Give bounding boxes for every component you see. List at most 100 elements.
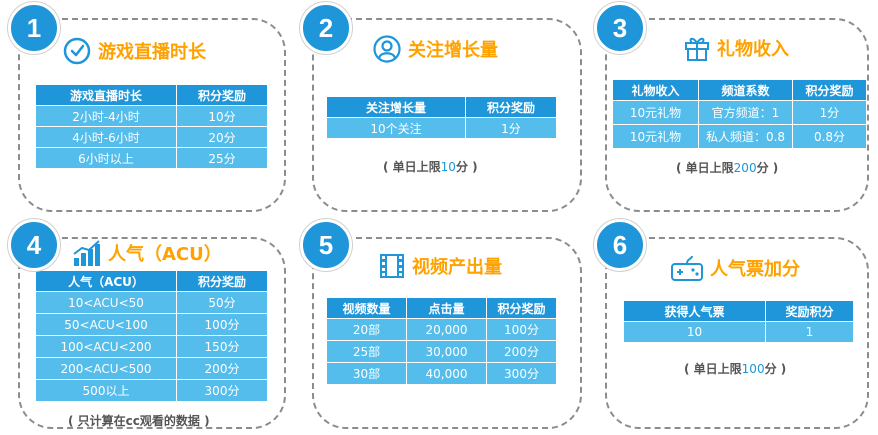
header-cell: 视频数量 bbox=[326, 297, 407, 319]
header-cell: 积分奖励 bbox=[465, 96, 557, 118]
card-title-text-2: 关注增长量 bbox=[408, 40, 498, 61]
table-cell: 官方频道：1 bbox=[698, 100, 793, 125]
table-cell: 1 bbox=[765, 321, 854, 343]
step-number-1: 1 bbox=[8, 2, 60, 54]
gamepad-icon bbox=[670, 254, 704, 282]
table-cell: 私人频道：0.8 bbox=[698, 124, 793, 149]
step-number-5: 5 bbox=[300, 219, 352, 271]
header-cell: 人气（ACU） bbox=[35, 270, 177, 292]
note-limit-value: 200 bbox=[733, 161, 757, 175]
card-title-text-4: 人气（ACU） bbox=[108, 244, 222, 265]
table-cell: 300分 bbox=[176, 379, 268, 402]
header-cell: 关注增长量 bbox=[326, 96, 466, 118]
table-cell: 2小时-4小时 bbox=[35, 105, 177, 127]
table-header-row: 关注增长量 积分奖励 bbox=[326, 96, 557, 118]
table-header-row: 礼物收入 频道系数 积分奖励 bbox=[612, 79, 867, 101]
card-title-5: 视频产出量 bbox=[378, 252, 502, 280]
table-cell: 30部 bbox=[326, 362, 407, 385]
note-limit-value: 100 bbox=[741, 362, 765, 376]
gift-icon bbox=[683, 34, 711, 62]
table-header-row: 游戏直播时长 积分奖励 bbox=[35, 84, 268, 106]
card-title-text-5: 视频产出量 bbox=[412, 257, 502, 278]
header-cell: 积分奖励 bbox=[486, 297, 557, 319]
table-cell: 0.8分 bbox=[792, 124, 867, 149]
table-cell: 200<ACU<500 bbox=[35, 357, 177, 380]
card-title-2: 关注增长量 bbox=[372, 34, 498, 64]
note-suffix: 分 ) bbox=[756, 161, 779, 175]
header-cell: 积分奖励 bbox=[176, 270, 268, 292]
header-cell: 礼物收入 bbox=[612, 79, 699, 101]
table-header-row: 获得人气票 奖励积分 bbox=[623, 300, 854, 322]
clock-icon bbox=[62, 36, 92, 66]
table-header-row: 视频数量 点击量 积分奖励 bbox=[326, 297, 557, 319]
table-cell: 500以上 bbox=[35, 379, 177, 402]
table-cell: 200分 bbox=[486, 340, 557, 363]
header-cell: 获得人气票 bbox=[623, 300, 766, 322]
table-cell: 100<ACU<200 bbox=[35, 335, 177, 358]
table-cell: 10<ACU<50 bbox=[35, 291, 177, 314]
bar-chart-icon bbox=[72, 240, 102, 266]
table-cell: 10元礼物 bbox=[612, 124, 699, 149]
table-cell: 100分 bbox=[176, 313, 268, 336]
note-prefix: ( 单日上限 bbox=[383, 160, 441, 174]
card-title-text-1: 游戏直播时长 bbox=[98, 42, 206, 63]
header-cell: 奖励积分 bbox=[765, 300, 854, 322]
card-title-4: 人气（ACU） bbox=[72, 240, 222, 266]
table-cell: 150分 bbox=[176, 335, 268, 358]
table-cell: 20,000 bbox=[406, 318, 487, 341]
card-title-1: 游戏直播时长 bbox=[62, 36, 206, 66]
table-cell: 30,000 bbox=[406, 340, 487, 363]
header-cell: 积分奖励 bbox=[176, 84, 268, 106]
table-cell: 20部 bbox=[326, 318, 407, 341]
header-cell: 点击量 bbox=[406, 297, 487, 319]
table-cell: 4小时-6小时 bbox=[35, 126, 177, 148]
table-cell: 1分 bbox=[465, 117, 557, 139]
header-cell: 频道系数 bbox=[698, 79, 793, 101]
step-number-3: 3 bbox=[594, 2, 646, 54]
card-title-text-6: 人气票加分 bbox=[710, 259, 800, 280]
table-cell: 10分 bbox=[176, 105, 268, 127]
card-title-text-3: 礼物收入 bbox=[717, 39, 789, 60]
note-suffix: 分 ) bbox=[764, 362, 787, 376]
table-cell: 10元礼物 bbox=[612, 100, 699, 125]
table-cell: 10个关注 bbox=[326, 117, 466, 139]
header-cell: 积分奖励 bbox=[792, 79, 867, 101]
daily-limit-note-3: ( 单日上限200分 ) bbox=[676, 159, 778, 176]
table-cell: 40,000 bbox=[406, 362, 487, 385]
film-icon bbox=[378, 252, 406, 280]
user-icon bbox=[372, 34, 402, 64]
table-cell: 25分 bbox=[176, 147, 268, 169]
table-cell: 25部 bbox=[326, 340, 407, 363]
note-prefix: ( 单日上限 bbox=[684, 362, 742, 376]
card-title-3: 礼物收入 bbox=[683, 34, 789, 62]
step-number-2: 2 bbox=[300, 2, 352, 54]
table-cell: 10 bbox=[623, 321, 766, 343]
table-cell: 50<ACU<100 bbox=[35, 313, 177, 336]
note-suffix: 分 ) bbox=[455, 160, 478, 174]
daily-limit-note-6: ( 单日上限100分 ) bbox=[684, 360, 786, 377]
table-cell: 50分 bbox=[176, 291, 268, 314]
step-number-4: 4 bbox=[8, 219, 60, 271]
note-prefix: ( 单日上限 bbox=[676, 161, 734, 175]
table-cell: 300分 bbox=[486, 362, 557, 385]
